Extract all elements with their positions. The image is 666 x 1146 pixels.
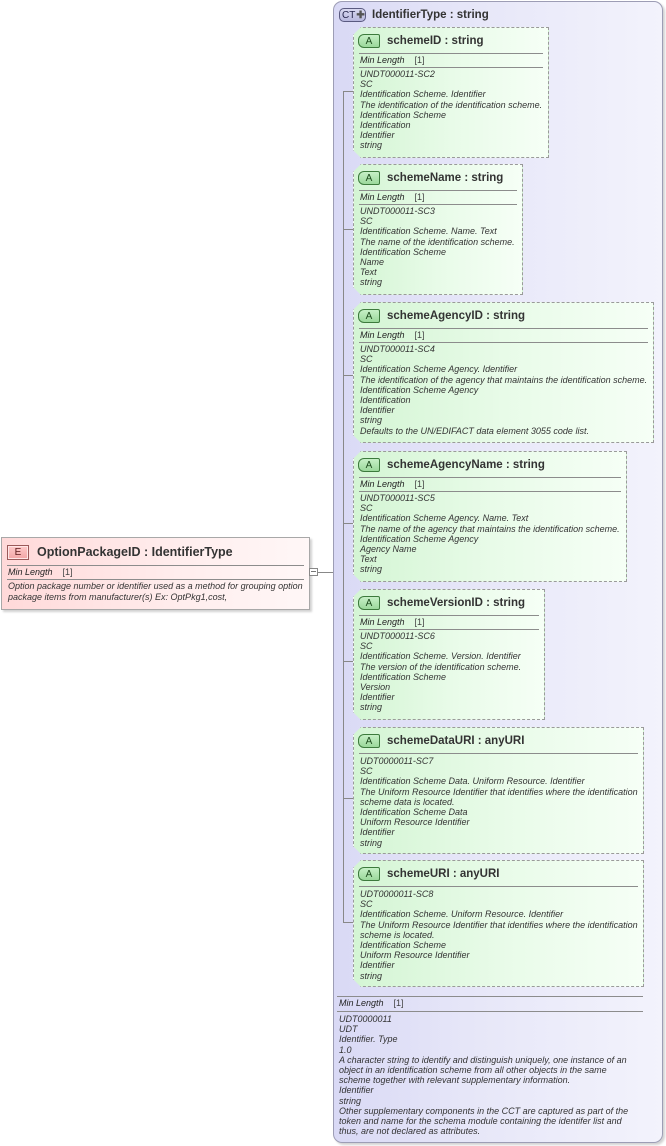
divider [359,615,539,616]
tree-branch [343,798,353,799]
tree-line [343,91,344,923]
tree-branch [343,922,353,923]
tree-branch [343,91,353,92]
attribute-facet: Min Length[1] [360,192,425,202]
divider [7,579,304,580]
attribute-header: A schemeAgencyName : string [358,457,545,473]
attribute-facet: Min Length[1] [360,330,425,340]
divider [359,342,648,343]
divider [359,328,648,329]
attribute-title: schemeDataURI : anyURI [387,735,525,747]
attribute-schemedatauri[interactable]: A schemeDataURI : anyURI UDT0000011-SC7 … [353,727,644,854]
plus-icon: ✚ [356,9,365,21]
attribute-schemeagencyid[interactable]: A schemeAgencyID : string Min Length[1] … [353,302,654,443]
divider [359,53,543,54]
divider [359,753,638,754]
element-optionpackageid[interactable]: E OptionPackageID : IdentifierType Min L… [1,537,310,610]
tree-branch [343,229,353,230]
attribute-facet: Min Length[1] [360,479,425,489]
facet-label: Min Length [8,567,53,577]
attribute-title: schemeVersionID : string [387,597,526,609]
attribute-schemename[interactable]: A schemeName : string Min Length[1] UNDT… [353,164,523,295]
attribute-header: A schemeVersionID : string [358,595,525,611]
tree-branch [343,523,353,524]
complex-type-badge-icon: CT✚ [339,8,366,22]
divider [359,204,517,205]
attribute-header: A schemeDataURI : anyURI [358,733,524,749]
attribute-badge-icon: A [358,458,380,472]
attribute-schemeuri[interactable]: A schemeURI : anyURI UDT0000011-SC8 SC I… [353,860,644,987]
tree-branch [343,375,353,376]
attribute-facet: Min Length[1] [360,55,425,65]
attribute-title: schemeURI : anyURI [387,868,500,880]
attribute-documentation: UNDT000011-SC3 SC Identification Scheme.… [360,206,515,288]
element-documentation: Option package number or identifier used… [8,581,303,602]
attribute-documentation: UNDT000011-SC5 SC Identification Scheme … [360,493,620,575]
element-facet: Min Length [1] [8,567,73,577]
facet-value: [1] [62,567,73,577]
attribute-badge-icon: A [358,34,380,48]
attribute-schemeid[interactable]: A schemeID : string Min Length[1] UNDT00… [353,27,549,158]
attribute-documentation: UDT0000011-SC8 SC Identification Scheme.… [360,889,638,981]
collapse-toggle-icon[interactable] [309,568,318,576]
attribute-title: schemeID : string [387,35,484,47]
attribute-facet: Min Length[1] [360,617,425,627]
attribute-badge-icon: A [358,596,380,610]
attribute-badge-icon: A [358,171,380,185]
attribute-documentation: UNDT000011-SC2 SC Identification Scheme.… [360,69,543,151]
complex-type-facet: Min Length[1] [339,998,404,1008]
attribute-documentation: UNDT000011-SC6 SC Identification Scheme.… [360,631,522,713]
element-title: OptionPackageID : IdentifierType [37,545,233,559]
attribute-documentation: UNDT000011-SC4 SC Identification Scheme … [360,344,648,436]
attribute-header: A schemeAgencyID : string [358,308,525,324]
connector-line [318,572,344,573]
element-badge-icon: E [7,544,29,560]
complex-type-title: IdentifierType : string [372,9,489,21]
divider [359,190,517,191]
attribute-title: schemeAgencyID : string [387,310,526,322]
attribute-documentation: UDT0000011-SC7 SC Identification Scheme … [360,756,638,848]
divider [359,629,539,630]
attribute-title: schemeName : string [387,172,504,184]
complex-type-documentation: UDT0000011 UDT Identifier. Type 1.0 A ch… [339,1014,629,1137]
divider [359,477,621,478]
divider [7,565,304,566]
attribute-schemeversionid[interactable]: A schemeVersionID : string Min Length[1]… [353,589,545,720]
attribute-badge-icon: A [358,734,380,748]
divider [359,67,543,68]
attribute-badge-icon: A [358,309,380,323]
divider [337,1011,643,1012]
divider [337,996,643,997]
attribute-header: A schemeURI : anyURI [358,866,499,882]
attribute-badge-icon: A [358,867,380,881]
complex-type-header: CT✚ IdentifierType : string [339,7,489,23]
divider [359,886,638,887]
attribute-header: A schemeName : string [358,170,503,186]
attribute-title: schemeAgencyName : string [387,459,545,471]
attribute-header: A schemeID : string [358,33,484,49]
element-header: E OptionPackageID : IdentifierType [7,543,233,561]
attribute-schemeagencyname[interactable]: A schemeAgencyName : string Min Length[1… [353,451,627,582]
tree-branch [343,661,353,662]
divider [359,491,621,492]
